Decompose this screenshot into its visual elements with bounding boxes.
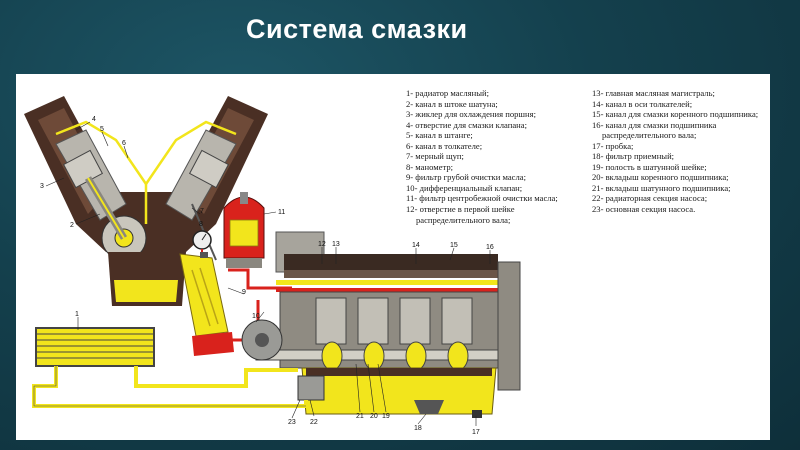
callout-20: 20 [370, 413, 378, 420]
coarse-filter [179, 252, 234, 356]
legend-item: 4- отверстие для смазки клапана; [406, 119, 527, 130]
legend-item: 6- канал в толкателе; [406, 140, 483, 151]
legend-item: 21- вкладыш шатунного подшипника; [592, 182, 731, 193]
legend-item: 10- дифференциальный клапан; [406, 182, 523, 193]
legend-item: 9- фильтр грубой очистки масла; [406, 172, 526, 183]
lubrication-system-figure: 1 2 3 4 5 6 7 8 9 10 11 12 13 14 15 16 1… [16, 74, 770, 440]
legend-item-continued: распределительного вала; [602, 130, 697, 141]
legend-item: 7- мерный щуп; [406, 151, 464, 162]
legend-item: 23- основная секция насоса. [592, 204, 696, 215]
engine-block-longitudinal [241, 231, 521, 418]
engine-cutaway-illustration: 1 2 3 4 5 6 7 8 9 10 11 12 13 14 15 16 1… [24, 96, 521, 436]
callout-9: 9 [242, 289, 246, 296]
legend-item: 5- канал в штанге; [406, 130, 473, 141]
callout-19: 19 [382, 413, 390, 420]
legend-left: 1- радиатор масляный; 2- канал в штоке ш… [406, 88, 591, 225]
callout-15: 15 [450, 242, 458, 249]
callout-16: 16 [486, 244, 494, 251]
callout-18: 18 [414, 425, 422, 432]
callout-2: 2 [70, 222, 74, 229]
legend-item: 1- радиатор масляный; [406, 88, 489, 98]
callout-11: 11 [278, 209, 285, 216]
slide-title: Система смазки [246, 14, 468, 44]
callout-21: 21 [356, 413, 364, 420]
callout-1: 1 [75, 311, 79, 318]
callout-5: 5 [100, 126, 104, 133]
callout-14: 14 [412, 242, 420, 249]
callout-23: 23 [288, 419, 296, 426]
callout-8: 8 [199, 221, 203, 228]
legend-item: 22- радиаторная секция насоса; [592, 193, 708, 204]
callout-13: 13 [332, 241, 340, 248]
callout-7: 7 [200, 208, 204, 215]
legend-item: 13- главная масляная магистраль; [592, 88, 715, 98]
engine-cross-section [24, 96, 268, 306]
callout-22: 22 [310, 419, 318, 426]
callout-6: 6 [122, 140, 126, 147]
callout-17: 17 [472, 429, 480, 436]
legend-item: 20- вкладыш коренного подшипника; [592, 172, 729, 183]
legend-item: 15- канал для смазки коренного подшипник… [592, 109, 759, 120]
legend-item: 3- жиклер для охлаждения поршня; [406, 109, 536, 120]
oil-radiator [32, 327, 308, 408]
legend-item: 19- полость в шатунной шейке; [592, 161, 707, 172]
callout-12: 12 [318, 241, 326, 248]
legend-item: 16- канал для смазки подшипника [592, 119, 717, 130]
callout-leader-lines [45, 121, 491, 426]
legend-item: 17- пробка; [592, 140, 634, 151]
legend-item-continued: распределительного вала; [416, 214, 511, 225]
legend-item: 12- отверстие в первой шейке [406, 204, 515, 215]
legend-item: 18- фильтр приемный; [592, 151, 675, 162]
callout-4: 4 [92, 116, 96, 123]
legend-item: 11- фильтр центробежной очистки масла; [406, 193, 558, 204]
callout-10: 10 [252, 313, 260, 320]
legend-item: 2- канал в штоке шатуна; [406, 98, 498, 109]
legend-right: 13- главная масляная магистраль; 14- кан… [592, 88, 770, 215]
callout-3: 3 [40, 183, 44, 190]
legend-item: 14- канал в оси толкателей; [592, 98, 693, 109]
legend-item: 8- манометр; [406, 161, 454, 172]
centrifugal-filter [223, 192, 265, 268]
